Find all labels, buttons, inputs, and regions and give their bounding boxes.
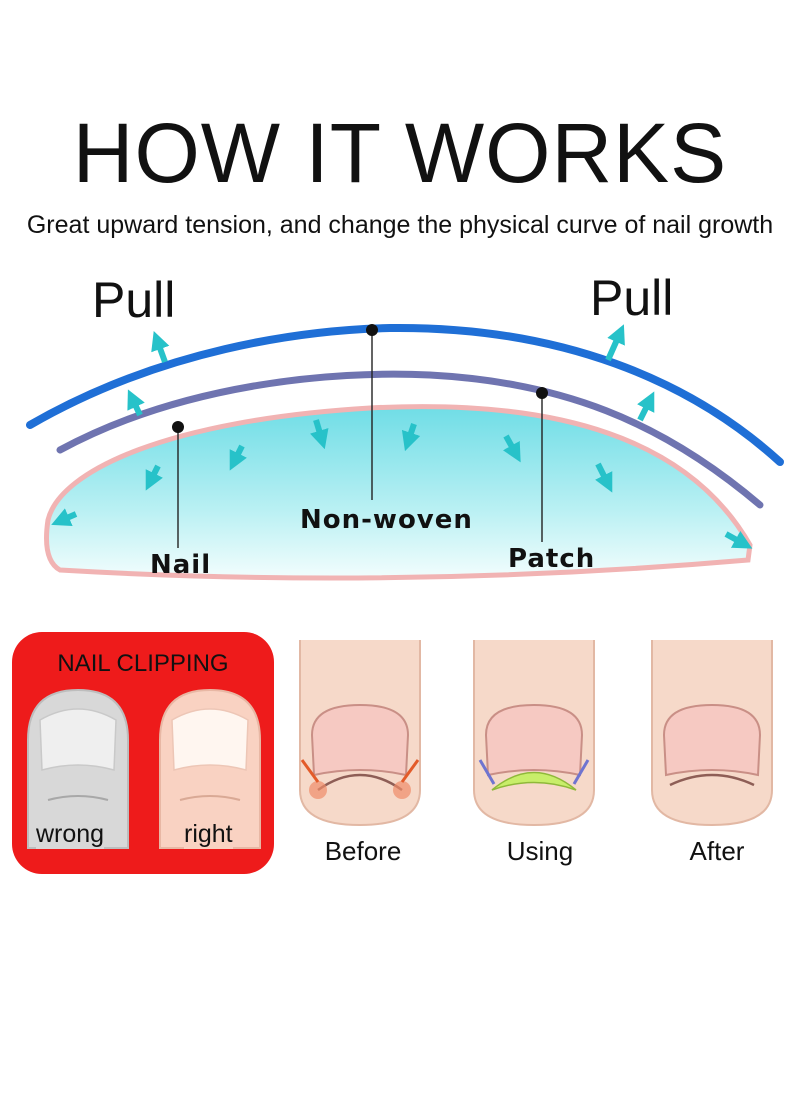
wrong-label: wrong: [36, 820, 105, 849]
pressure-arrow: [51, 508, 78, 526]
pull-arrow: [151, 330, 170, 364]
pull-arrow: [605, 324, 625, 362]
pull-label-right: Pull: [590, 270, 674, 326]
toe-before-icon: [299, 640, 421, 827]
pressure-arrow: [401, 423, 421, 452]
right-label: right: [184, 820, 233, 849]
pull-arrow: [127, 389, 145, 417]
pressure-arrow: [229, 444, 247, 471]
patch-curve: [56, 370, 764, 509]
nail-label: Nail: [150, 550, 212, 580]
pressure-arrow: [145, 464, 163, 491]
toe-using-icon: [473, 640, 595, 827]
nonwoven-label: Non-woven: [300, 505, 473, 535]
page-subtitle: Great upward tension, and change the phy…: [26, 211, 774, 239]
pressure-arrow: [310, 419, 329, 450]
page-title: HOW IT WORKS: [72, 106, 728, 200]
pressure-arrow: [724, 530, 753, 549]
pressure-arrow: [595, 462, 613, 493]
nail-clipping-title: NAIL CLIPPING: [57, 650, 229, 677]
pressure-arrow: [502, 434, 521, 463]
stage-after-label: After: [689, 836, 745, 866]
nail-shape: [44, 404, 753, 581]
nonwoven-curve: [26, 323, 784, 466]
pull-label-left: Pull: [92, 272, 176, 328]
stage-before-label: Before: [324, 836, 402, 866]
mechanism-diagram: [26, 323, 784, 581]
stage-using-label: Using: [506, 836, 574, 866]
toe-after-icon: [651, 640, 773, 827]
pull-arrow: [637, 391, 655, 422]
patch-label: Patch: [508, 544, 596, 574]
